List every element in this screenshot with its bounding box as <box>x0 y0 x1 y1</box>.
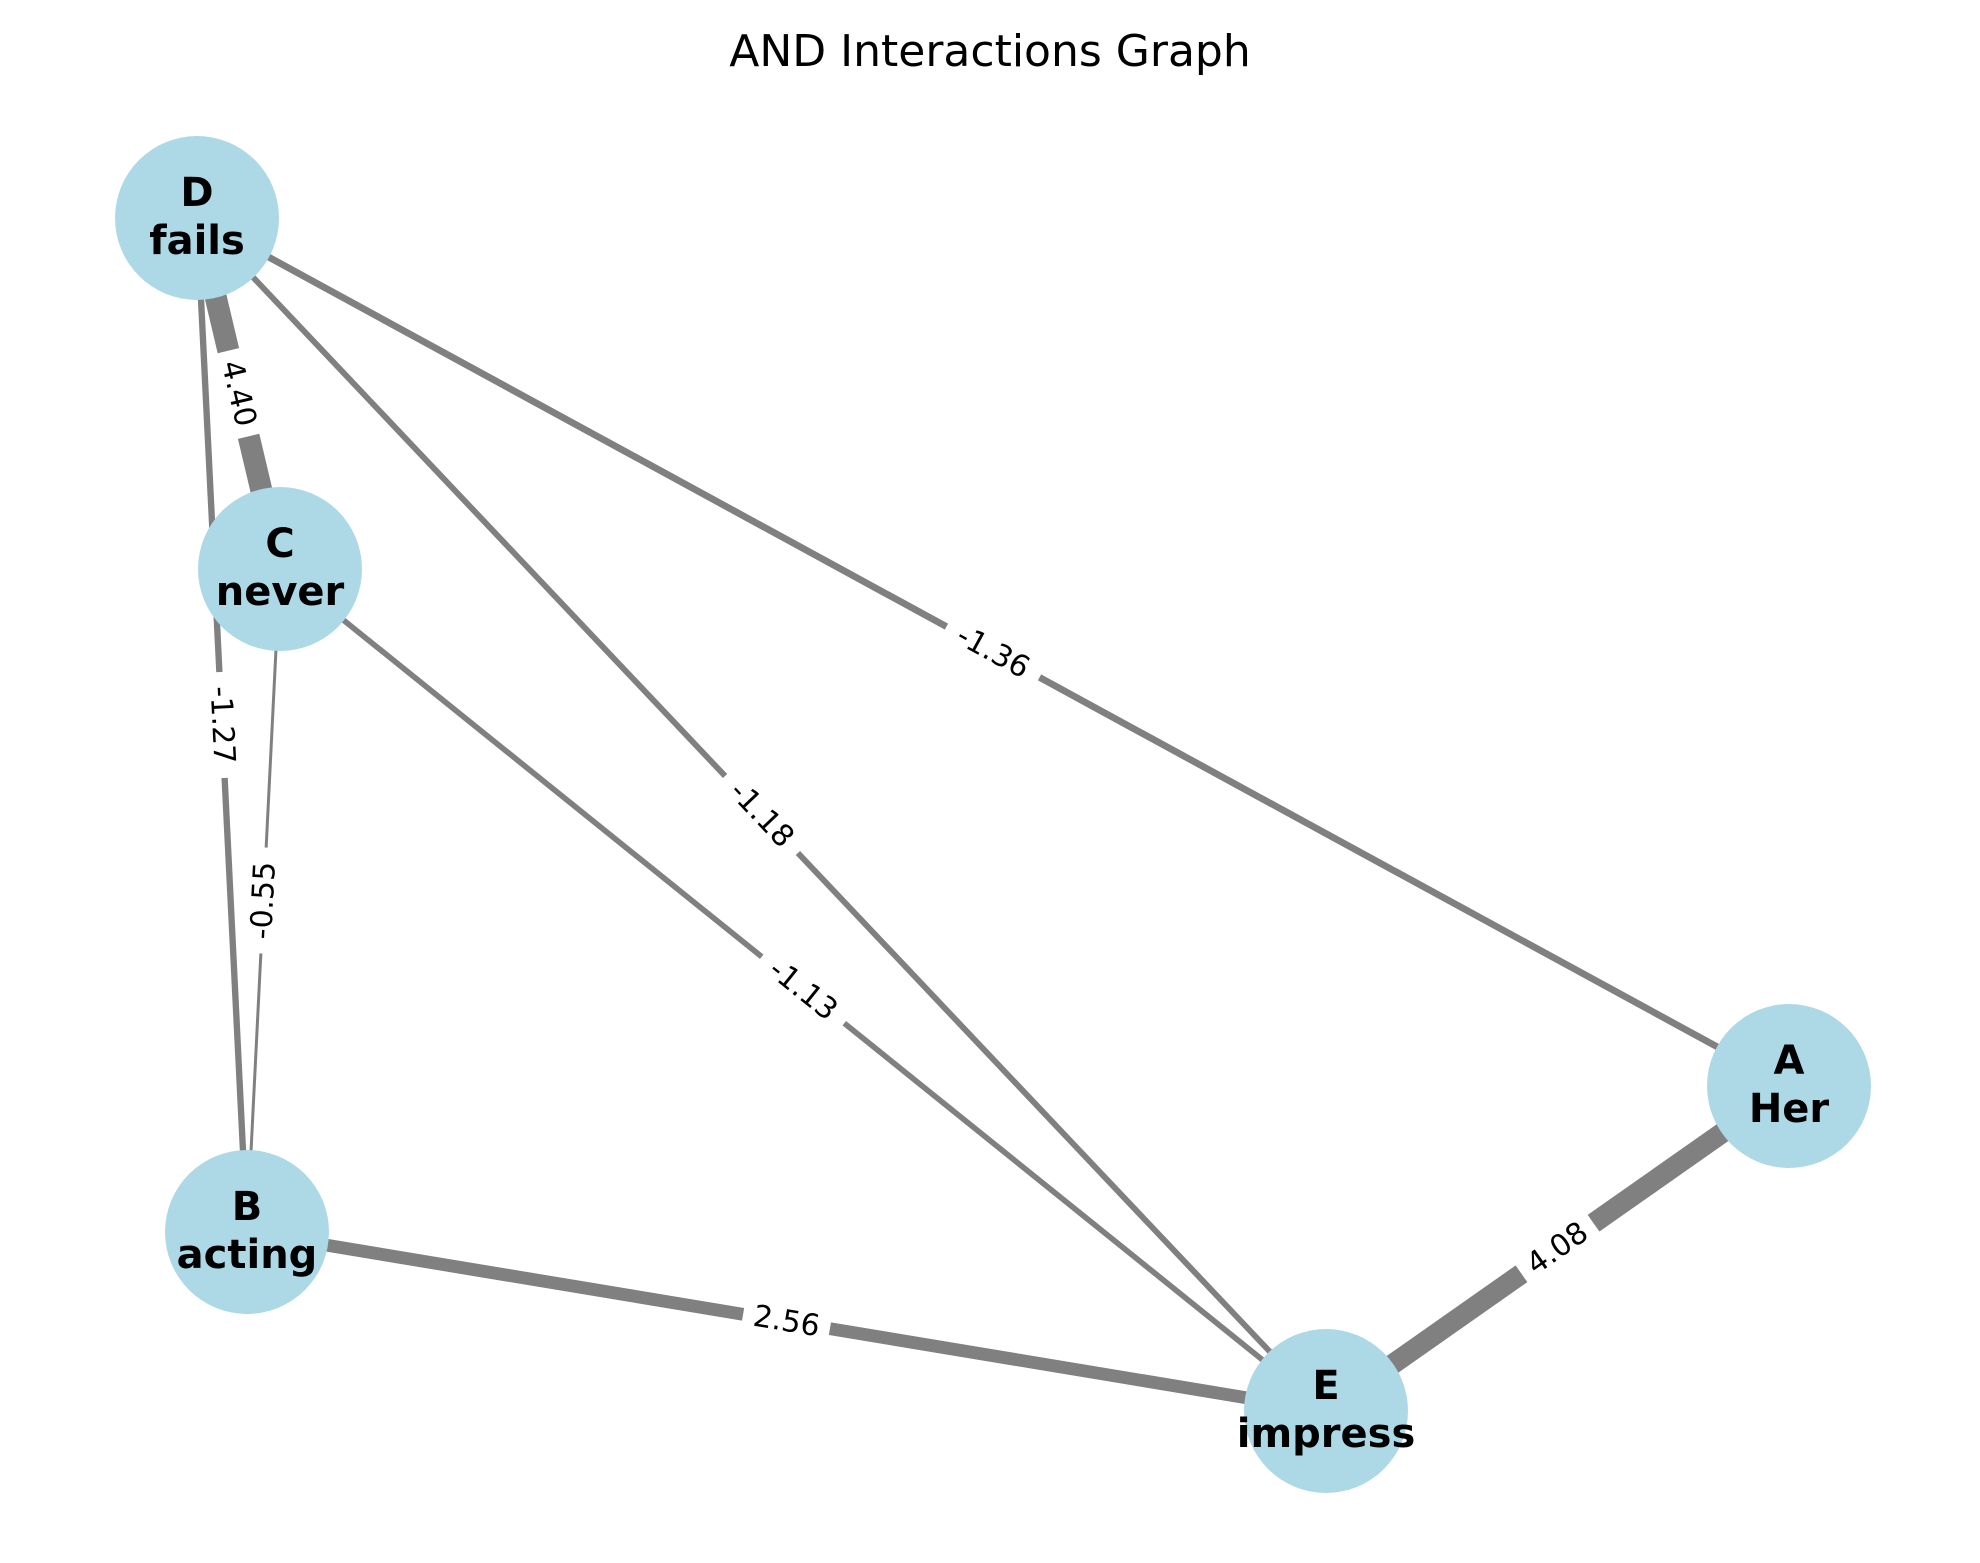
edge-label-C-E: -1.13 <box>752 944 854 1036</box>
edge-label-D-B: -1.27 <box>199 671 245 779</box>
edge-label-box <box>1513 1209 1602 1288</box>
edge-label-D-C: 4.40 <box>210 347 267 440</box>
edge-label-box <box>939 611 1047 693</box>
edge-label-C-B: -0.55 <box>241 846 286 955</box>
edge-label-D-A: -1.36 <box>939 611 1047 693</box>
node-circle <box>115 136 279 300</box>
node-id: A <box>1774 1038 1805 1084</box>
edge-label-box <box>741 1295 832 1348</box>
node-id: C <box>265 521 294 567</box>
node-word: acting <box>177 1232 318 1278</box>
edge-label-box <box>752 944 854 1036</box>
edge-label-text: -1.27 <box>203 685 242 764</box>
edge-label-text: -0.55 <box>244 861 283 940</box>
node-circle <box>1707 1004 1871 1168</box>
node-circle <box>198 487 362 651</box>
node-word: Her <box>1749 1086 1830 1132</box>
node-circle <box>1244 1329 1408 1493</box>
edge-label-B-E: 2.56 <box>741 1295 832 1348</box>
edge-label-text: -1.36 <box>951 618 1036 686</box>
node-word: impress <box>1237 1411 1416 1457</box>
node-id: B <box>232 1184 263 1230</box>
edge-label-box <box>199 671 245 779</box>
edge-label-E-A: 4.08 <box>1513 1209 1602 1288</box>
node-id: E <box>1312 1363 1339 1409</box>
graph-title: AND Interactions Graph <box>729 26 1250 77</box>
edge-label-text: 4.40 <box>214 357 263 430</box>
node-word: fails <box>149 218 245 264</box>
edge-label-box <box>241 846 286 955</box>
node-word: never <box>216 569 345 615</box>
edge-label-D-E: -1.18 <box>713 765 810 864</box>
node-circle <box>165 1150 329 1314</box>
node-id: D <box>180 170 213 216</box>
edge-label-box <box>713 765 810 864</box>
edge-label-box <box>210 347 267 440</box>
edge-labels-layer: 4.40 -1.27 -1.18 -1.36 -0.55 -1.13 2.56 4.08 <box>199 347 1602 1348</box>
